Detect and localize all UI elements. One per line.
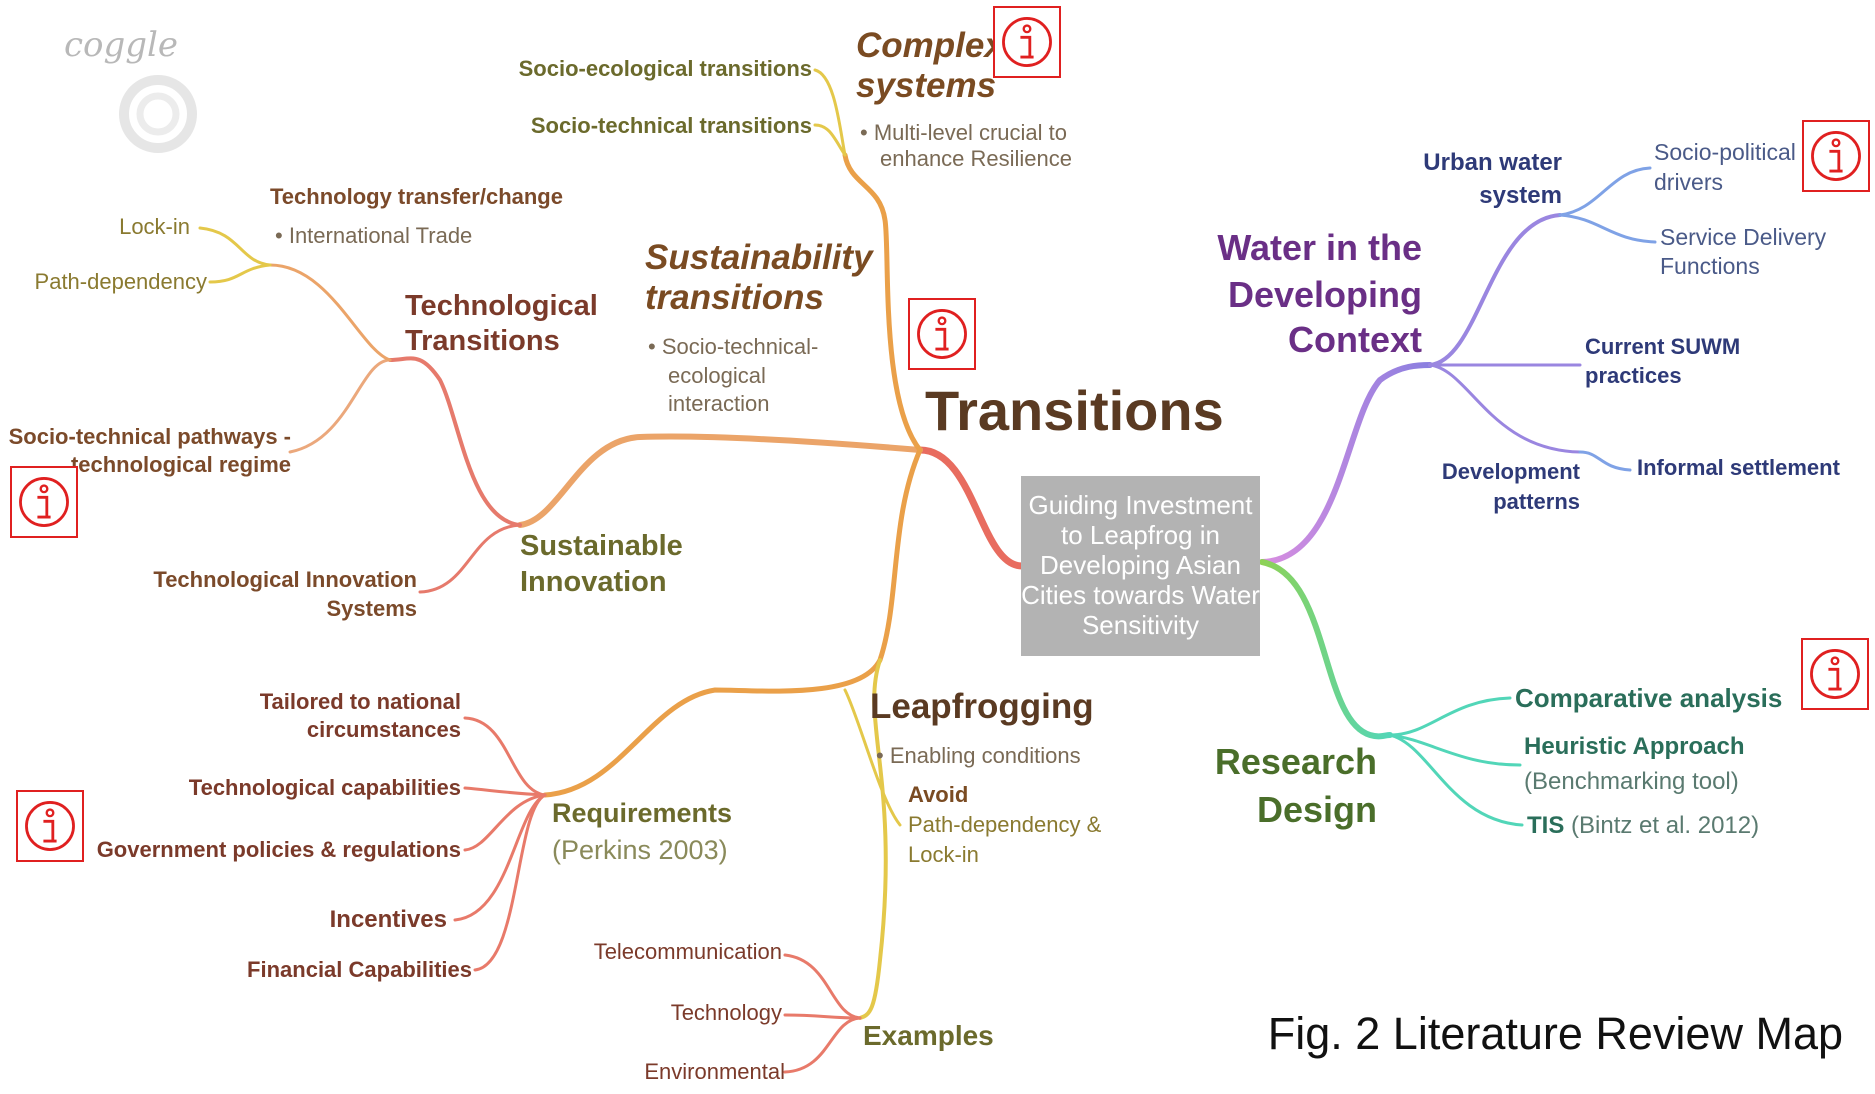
socio-ecological-transitions[interactable]: Socio-ecological transitions — [518, 56, 812, 81]
research-design-title-2[interactable]: Design — [1256, 789, 1377, 830]
tailored-national-circumstances-2[interactable]: circumstances — [306, 717, 461, 742]
info-icon — [19, 477, 69, 527]
heuristic-approach[interactable]: Heuristic Approach — [1524, 733, 1745, 760]
sustainability-bullet-3: interaction — [668, 391, 770, 416]
figure-caption: Fig. 2 Literature Review Map — [1267, 1008, 1843, 1059]
branch-lines — [198, 68, 1657, 1074]
central-topic[interactable]: Guiding Investment to Leapfrog in Develo… — [1021, 476, 1260, 656]
sustainability-transitions-title-2[interactable]: transitions — [645, 278, 824, 317]
informal-settlement[interactable]: Informal settlement — [1637, 455, 1840, 480]
sustainable-innovation-title-2[interactable]: Innovation — [520, 566, 667, 598]
socio-political-drivers-1[interactable]: Socio-political — [1654, 139, 1796, 165]
branch-complex-systems — [842, 152, 923, 453]
info-icon-technological[interactable] — [10, 466, 78, 538]
water-context-title-1[interactable]: Water in the — [1217, 227, 1422, 268]
coggle-logo-rings — [119, 75, 197, 153]
water-context-title-2[interactable]: Developing — [1227, 274, 1422, 315]
requirements-title[interactable]: Requirements — [552, 798, 733, 828]
coggle-logo: coggle — [58, 26, 208, 156]
logo-text: coggle — [64, 25, 179, 65]
current-suwm-practices-2[interactable]: practices — [1585, 363, 1682, 388]
technological-regime[interactable]: technological regime — [70, 452, 291, 477]
avoid-path-dependency: Path-dependency & — [908, 812, 1102, 837]
path-dependency[interactable]: Path-dependency — [34, 269, 207, 294]
avoid-lock-in: Lock-in — [908, 842, 979, 867]
comparative-analysis[interactable]: Comparative analysis — [1515, 683, 1783, 713]
info-icon — [1811, 131, 1861, 181]
international-trade-bullet: • International Trade — [275, 223, 473, 248]
branch-examples — [858, 658, 888, 1020]
info-icon-requirements[interactable] — [16, 790, 84, 862]
service-delivery-functions-2[interactable]: Functions — [1660, 253, 1760, 279]
technological-capabilities[interactable]: Technological capabilities — [188, 775, 461, 800]
socio-political-drivers-2[interactable]: drivers — [1654, 169, 1724, 195]
water-context-title-3[interactable]: Context — [1288, 319, 1422, 360]
current-suwm-practices-1[interactable]: Current SUWM — [1585, 334, 1741, 359]
sustainable-innovation-title-1[interactable]: Sustainable — [520, 530, 683, 562]
avoid-label[interactable]: Avoid — [908, 782, 969, 807]
branch-socio-technical — [813, 123, 847, 157]
example-technology[interactable]: Technology — [670, 1000, 782, 1025]
sustainability-bullet-2: ecological — [668, 363, 766, 388]
info-icon — [1002, 17, 1052, 67]
urban-water-system-1[interactable]: Urban water — [1423, 149, 1562, 176]
complex-systems-title-1[interactable]: Complex — [856, 26, 1004, 65]
central-topic-label: Guiding Investment to Leapfrog in Develo… — [1021, 490, 1260, 640]
branch-requirements — [542, 447, 923, 798]
development-patterns-2[interactable]: patterns — [1493, 489, 1580, 514]
research-design-title-1[interactable]: Research — [1214, 741, 1377, 782]
tis-node[interactable]: TIS (Bintz et al. 2012) — [1527, 812, 1760, 840]
incentives[interactable]: Incentives — [329, 906, 447, 933]
leapfrogging-title[interactable]: Leapfrogging — [870, 687, 1094, 726]
info-icon — [1810, 649, 1860, 699]
socio-technical-pathways[interactable]: Socio-technical pathways - — [8, 424, 291, 449]
service-delivery-functions-1[interactable]: Service Delivery — [1660, 224, 1827, 250]
technological-transitions-title-2[interactable]: Transitions — [405, 325, 560, 357]
requirements-reference: (Perkins 2003) — [552, 835, 728, 865]
tis-label: TIS — [1527, 812, 1565, 839]
leapfrogging-bullet: • Enabling conditions — [876, 743, 1081, 768]
branch-center-transitions — [916, 446, 1026, 570]
lock-in[interactable]: Lock-in — [119, 214, 190, 239]
government-policies-regulations[interactable]: Government policies & regulations — [96, 837, 461, 862]
info-icon-transitions[interactable] — [908, 298, 976, 370]
example-telecommunication[interactable]: Telecommunication — [593, 939, 782, 964]
tis-reference: (Bintz et al. 2012) — [1571, 812, 1760, 839]
example-environmental[interactable]: Environmental — [644, 1059, 785, 1084]
info-icon-comparative-analysis[interactable] — [1801, 638, 1869, 710]
tailored-national-circumstances-1[interactable]: Tailored to national — [259, 689, 461, 714]
complex-systems-title-2[interactable]: systems — [856, 66, 997, 105]
technology-transfer-change[interactable]: Technology transfer/change — [270, 184, 563, 209]
socio-technical-transitions[interactable]: Socio-technical transitions — [530, 113, 812, 138]
transitions-title[interactable]: Transitions — [925, 379, 1224, 442]
financial-capabilities[interactable]: Financial Capabilities — [247, 957, 472, 982]
complex-systems-bullet: • Multi-level crucial to — [860, 120, 1067, 145]
branch-socio-ecological — [813, 68, 847, 157]
info-icon-complex-systems[interactable] — [993, 6, 1061, 78]
examples-title[interactable]: Examples — [863, 1020, 994, 1051]
technological-transitions-title-1[interactable]: Technological — [405, 290, 598, 322]
info-icon — [917, 309, 967, 359]
sustainability-bullet: • Socio-technical- — [648, 334, 819, 359]
benchmarking-tool: (Benchmarking tool) — [1524, 768, 1739, 795]
info-icon-socio-political[interactable] — [1802, 120, 1870, 192]
branch-sustainable-innovation — [517, 433, 923, 528]
technological-innovation-systems-1[interactable]: Technological Innovation — [153, 567, 417, 592]
urban-water-system-2[interactable]: system — [1479, 182, 1562, 209]
development-patterns-1[interactable]: Development — [1441, 459, 1580, 484]
info-icon — [25, 801, 75, 851]
technological-innovation-systems-2[interactable]: Systems — [326, 596, 417, 621]
complex-systems-bullet-2: enhance Resilience — [880, 146, 1073, 171]
branch-avoid — [843, 688, 902, 827]
sustainability-transitions-title-1[interactable]: Sustainability — [645, 238, 873, 277]
